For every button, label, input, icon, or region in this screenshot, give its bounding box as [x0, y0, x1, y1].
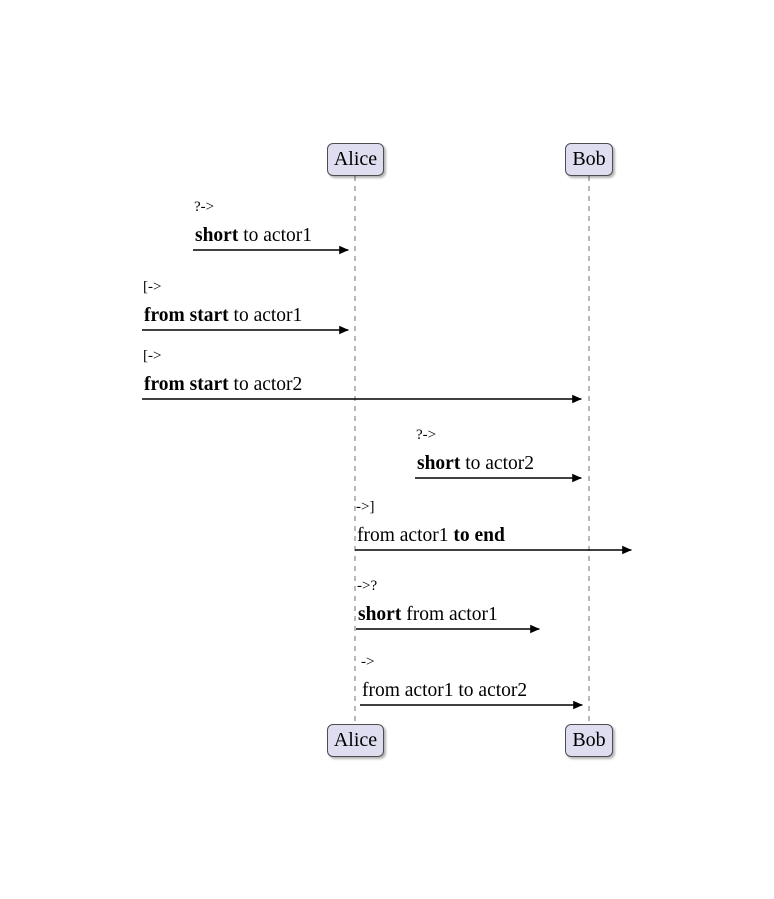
- message-syntax-label-7: ->: [361, 654, 375, 670]
- message-syntax-label-3: [->: [143, 348, 162, 364]
- message-text-3: from start to actor2: [144, 374, 303, 395]
- actor-box-bob-bottom[interactable]: Bob: [565, 724, 613, 757]
- actor-label-alice-top: Alice: [333, 148, 378, 170]
- message-text-1: short to actor1: [195, 225, 312, 246]
- lifelines-group: [354, 176, 590, 724]
- actor-label-bob-top: Bob: [572, 148, 606, 170]
- actor-box-bob-top[interactable]: Bob: [565, 143, 613, 176]
- message-text-7: from actor1 to actor2: [362, 680, 528, 701]
- actor-box-alice-bottom[interactable]: Alice: [327, 724, 384, 757]
- message-syntax-label-1: ?->: [194, 199, 215, 215]
- message-syntax-label-4: ?->: [416, 427, 437, 443]
- actor-box-alice-top[interactable]: Alice: [327, 143, 384, 176]
- message-text-6: short from actor1: [358, 604, 498, 625]
- message-syntax-label-5: ->]: [356, 499, 375, 515]
- message-text-4: short to actor2: [417, 453, 534, 474]
- message-syntax-label-2: [->: [143, 279, 162, 295]
- message-text-2: from start to actor1: [144, 305, 303, 326]
- actor-label-alice-bottom: Alice: [333, 729, 378, 751]
- actor-label-bob-bottom: Bob: [572, 729, 606, 751]
- message-arrows-group: [142, 245, 632, 710]
- message-syntax-label-6: ->?: [357, 578, 378, 594]
- message-text-5: from actor1 to end: [357, 525, 505, 546]
